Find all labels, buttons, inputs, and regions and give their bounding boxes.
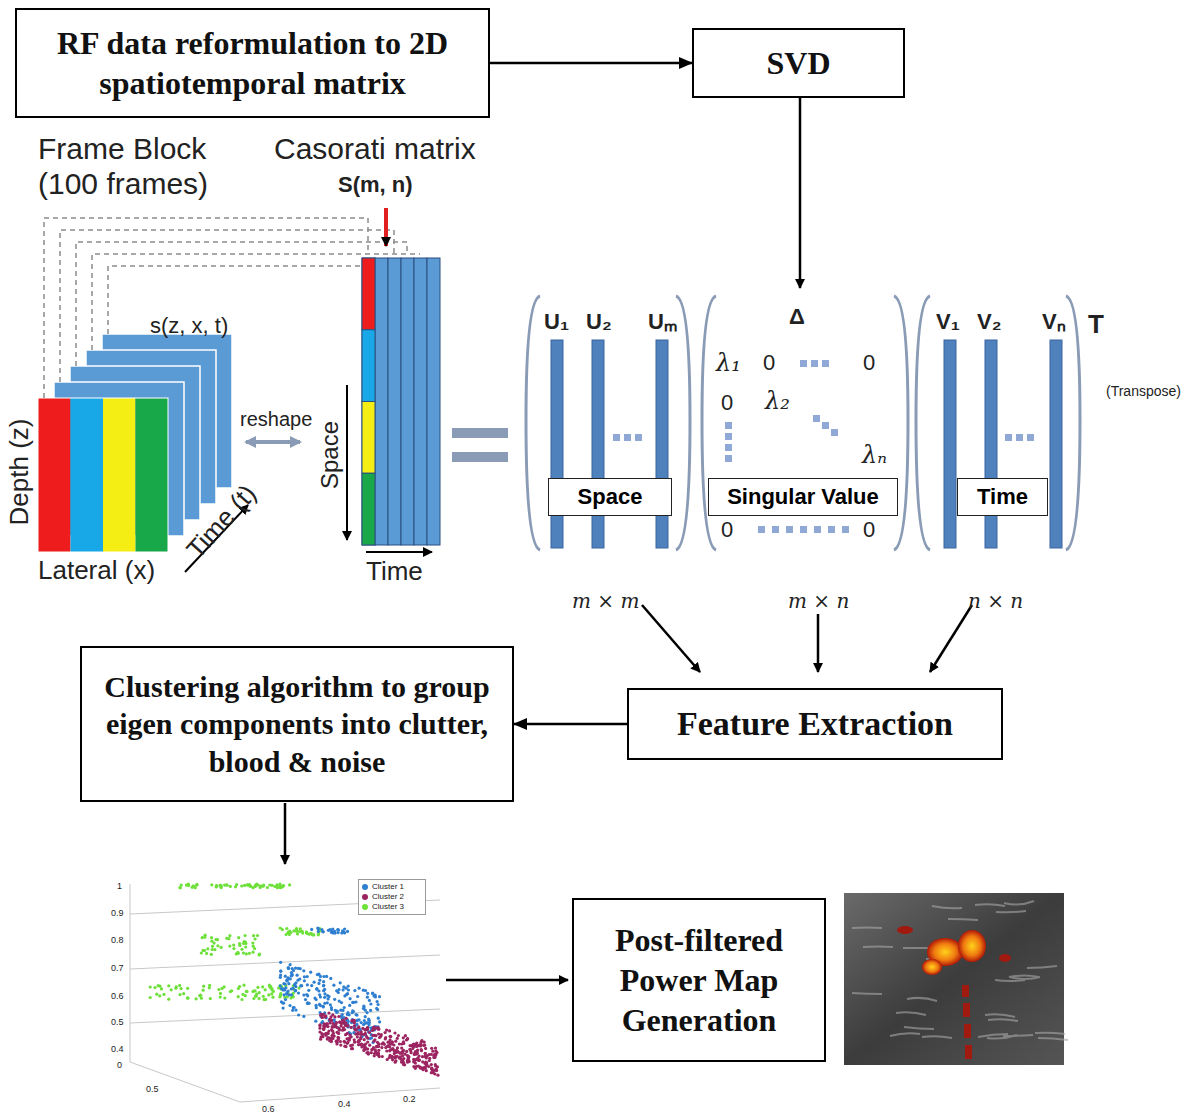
dimension: m × m <box>572 590 639 613</box>
node-text: RF data reformulation to 2D spatiotempor… <box>48 23 458 103</box>
transpose-mark: T <box>1088 310 1104 340</box>
tick-label: 0 <box>117 1060 122 1070</box>
flow-arrow <box>514 723 627 726</box>
vector-name: U₁ <box>544 309 569 334</box>
legend-text: Cluster 3 <box>372 902 404 912</box>
tick-label: 1 <box>117 881 122 891</box>
red-arrow <box>384 208 388 246</box>
caption-label: Frame Block (100 frames) <box>38 132 248 201</box>
caption-label: Casorati matrix <box>274 132 476 167</box>
tick-label: 0.4 <box>338 1099 351 1109</box>
node-text: Post-filtered Power Map Generation <box>584 920 814 1040</box>
casorati-matrix <box>362 258 440 545</box>
operation-label: reshape <box>240 408 312 431</box>
legend-row: Cluster 3 <box>362 902 422 912</box>
tick-label: 0.5 <box>146 1084 159 1094</box>
tick-label: 0.6 <box>111 991 124 1001</box>
legend-swatch <box>362 884 368 890</box>
axis-label: Depth (z) <box>5 419 35 526</box>
tick-label: 0.5 <box>111 1017 124 1027</box>
matrix-tag: Time <box>957 478 1048 516</box>
matrix-tag: Space <box>548 478 672 516</box>
node-text: Clustering algorithm to group eigen comp… <box>92 668 502 781</box>
node-text: Space <box>578 483 643 511</box>
matrix-entry: 0 <box>863 350 875 375</box>
process-box: Post-filtered Power Map Generation <box>572 898 826 1062</box>
node-text: Singular Value <box>727 483 879 511</box>
dimension: n × n <box>968 590 1023 613</box>
tick-label: 0.9 <box>111 908 124 918</box>
legend-swatch <box>362 904 368 910</box>
process-box: RF data reformulation to 2D spatiotempor… <box>15 8 490 118</box>
process-box: Feature Extraction <box>627 688 1003 760</box>
vector-name: V₁ <box>936 309 960 334</box>
singular-value: λ₂ <box>765 388 790 416</box>
dimension: m × n <box>788 590 849 613</box>
vector-name: U₂ <box>586 309 612 334</box>
legend-text: Cluster 2 <box>372 892 404 902</box>
node-text: SVD <box>766 43 830 83</box>
axis-label: Space <box>316 421 344 489</box>
legend-text: Cluster 1 <box>372 882 404 892</box>
axis-label: Lateral (x) <box>38 556 155 586</box>
power-doppler-image <box>844 893 1068 1065</box>
tick-label: 0.7 <box>111 963 124 973</box>
matrix-name: Δ <box>789 304 805 329</box>
legend-row: Cluster 2 <box>362 892 422 902</box>
vector-name: V₂ <box>977 309 1001 334</box>
node-text: Feature Extraction <box>677 703 953 746</box>
matrix-entry: 0 <box>721 390 733 415</box>
tick-label: 0.4 <box>111 1044 124 1054</box>
tick-label: 0.2 <box>403 1094 416 1104</box>
singular-value: λₙ <box>862 442 887 470</box>
vector-name: Vₙ <box>1042 309 1066 334</box>
matrix-tag: Singular Value <box>708 478 898 516</box>
axis-label: Time <box>366 557 423 587</box>
matrix-entry: 0 <box>863 517 875 542</box>
legend-box: Cluster 1Cluster 2Cluster 3 <box>358 879 426 915</box>
signal-name: s(z, x, t) <box>150 313 228 338</box>
tick-label: 0.6 <box>262 1104 275 1114</box>
process-box: Clustering algorithm to group eigen comp… <box>80 646 514 802</box>
tick-label: 0.8 <box>111 935 124 945</box>
legend-row: Cluster 1 <box>362 882 422 892</box>
vector-name: Uₘ <box>648 309 677 334</box>
note: (Transpose) <box>1106 383 1181 399</box>
process-box: SVD <box>692 28 905 98</box>
singular-value: λ₁ <box>716 350 741 378</box>
matrix-entry: 0 <box>763 350 775 375</box>
matrix-name: S(m, n) <box>338 172 413 197</box>
flow-arrow <box>490 62 692 65</box>
matrix-entry: 0 <box>721 517 733 542</box>
node-text: Time <box>977 483 1028 511</box>
legend-swatch <box>362 894 368 900</box>
